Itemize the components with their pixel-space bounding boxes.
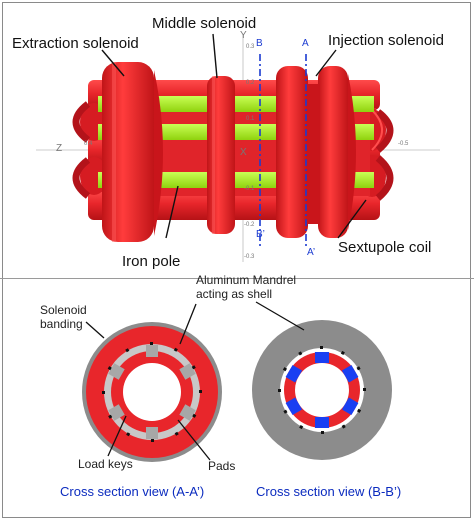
axis-tick-y-3: -0.1	[244, 186, 255, 192]
leader-lines-bottom	[85, 301, 305, 461]
section-lines	[259, 54, 307, 248]
label-middle-solenoid: Middle solenoid	[152, 15, 257, 32]
leader-lines-top	[101, 33, 367, 239]
axis-tick-z-right: -0.5	[398, 141, 409, 147]
label-mandrel-line1: Aluminum Mandrel	[196, 273, 297, 287]
caption-cross-section-aa: Cross section view (A-A’)	[60, 484, 205, 499]
middle-solenoid	[207, 76, 235, 234]
axis-tick-y-1: 0.2	[246, 80, 255, 86]
section-mark-a-top: A	[302, 38, 309, 49]
label-iron-pole: Iron pole	[122, 253, 181, 270]
bore-aa	[123, 363, 181, 421]
label-banding-line1: Solenoid	[40, 303, 87, 317]
bore-bb	[295, 363, 349, 417]
label-aluminum-mandrel: Aluminum Mandrel acting as shell	[196, 273, 297, 302]
axis-tick-y-2: 0.1	[246, 116, 255, 122]
cross-section-bb	[252, 320, 392, 460]
section-mark-b-bottom: B’	[256, 229, 265, 240]
axis-tick-z-left: 0.4	[84, 141, 93, 147]
axis-tick-y-4: -0.2	[244, 222, 255, 228]
label-banding-line2: banding	[40, 316, 83, 331]
label-pads: Pads	[208, 459, 236, 473]
injection-solenoid	[276, 66, 356, 238]
section-mark-a-bottom: A’	[307, 247, 316, 258]
cross-section-aa	[82, 322, 222, 462]
axis-label-z: Z	[56, 143, 63, 154]
iron-pads-aa	[108, 345, 196, 439]
label-mandrel-line2: acting as shell	[196, 286, 273, 301]
extraction-solenoid	[102, 62, 163, 242]
section-mark-b-top: B	[256, 38, 263, 49]
axis-tick-y-5: -0.3	[244, 254, 255, 260]
coil-blocks-bb	[285, 352, 359, 428]
label-solenoid-banding: Solenoid banding	[40, 303, 87, 332]
label-sextupole-coil: Sextupole coil	[338, 239, 432, 256]
axis-tick-y-0: 0.3	[246, 44, 255, 50]
label-injection-solenoid: Injection solenoid	[328, 32, 444, 49]
caption-cross-section-bb: Cross section view (B-B’)	[256, 484, 402, 499]
axis-label-x: X	[240, 147, 247, 158]
label-load-keys: Load keys	[78, 457, 133, 471]
panel-divider	[0, 278, 474, 279]
axis-label-y: Y	[240, 30, 247, 41]
load-keys-bb	[278, 346, 366, 434]
label-extraction-solenoid: Extraction solenoid	[12, 35, 139, 52]
load-keys-aa	[102, 342, 202, 442]
